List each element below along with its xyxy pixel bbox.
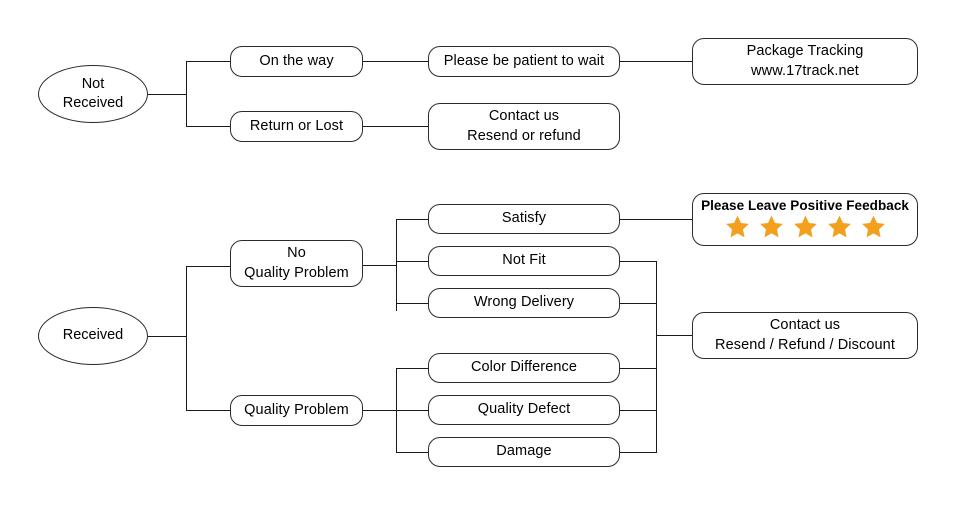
node-satisfy-label: Satisfy bbox=[501, 210, 547, 227]
node-positive-feedback[interactable]: Please Leave Positive Feedback bbox=[692, 193, 918, 246]
node-please-be-patient-to-wait[interactable]: Please be patient to wait bbox=[428, 46, 620, 77]
star-icon[interactable] bbox=[861, 214, 886, 239]
star-icon[interactable] bbox=[827, 214, 852, 239]
connector-to-return-or-lost bbox=[186, 126, 230, 127]
node-not-fit-label: Not Fit bbox=[502, 252, 546, 269]
connector-bus-to-not-fit bbox=[396, 261, 428, 262]
node-package-tracking-line1: Package Tracking bbox=[746, 43, 864, 60]
node-please-wait-label: Please be patient to wait bbox=[443, 52, 605, 69]
connector-satisfy-to-feedback bbox=[620, 219, 692, 220]
connector-quality-to-bus bbox=[363, 410, 396, 411]
connector-bus-to-satisfy bbox=[396, 219, 428, 220]
node-contact-resend-line2: Resend or refund bbox=[467, 127, 581, 144]
connector-no-quality-bus bbox=[396, 219, 397, 311]
connector-received-bus bbox=[186, 266, 187, 410]
connector-please-wait-to-tracking bbox=[620, 61, 692, 62]
connector-wrong-delivery-to-outcome-bus bbox=[620, 303, 656, 304]
connector-bus-to-color-difference bbox=[396, 368, 428, 369]
connector-not-received-bus bbox=[186, 61, 187, 126]
connector-to-no-quality-problem bbox=[186, 266, 230, 267]
node-package-tracking[interactable]: Package Tracking www.17track.net bbox=[692, 38, 918, 85]
node-quality-defect-label: Quality Defect bbox=[477, 401, 571, 418]
connector-bus-to-quality-defect bbox=[396, 410, 428, 411]
node-no-quality-problem-line2: Quality Problem bbox=[244, 264, 349, 281]
connector-not-received-trunk bbox=[148, 94, 186, 95]
connector-to-quality-problem bbox=[186, 410, 230, 411]
connector-outcome-bus bbox=[656, 261, 657, 453]
node-quality-problem-label: Quality Problem bbox=[244, 401, 349, 418]
connector-outcome-bus-to-contact bbox=[656, 335, 692, 336]
node-on-the-way-label: On the way bbox=[259, 52, 334, 69]
node-quality-problem[interactable]: Quality Problem bbox=[230, 395, 363, 426]
feedback-text: Please Leave Positive Feedback bbox=[701, 198, 909, 213]
node-not-received-line2: Received bbox=[62, 95, 124, 111]
node-contact-resend-or-refund[interactable]: Contact us Resend or refund bbox=[428, 103, 620, 150]
star-icon[interactable] bbox=[793, 214, 818, 239]
star-icon[interactable] bbox=[725, 214, 750, 239]
connector-bus-to-wrong-delivery bbox=[396, 303, 428, 304]
node-no-quality-problem-line1: No bbox=[287, 245, 306, 262]
node-return-or-lost-label: Return or Lost bbox=[249, 117, 344, 134]
star-rating[interactable] bbox=[725, 214, 886, 239]
node-received-label: Received bbox=[62, 327, 124, 344]
node-not-received-line1: Not bbox=[81, 75, 105, 92]
connector-damage-to-outcome-bus bbox=[620, 452, 656, 453]
node-on-the-way[interactable]: On the way bbox=[230, 46, 363, 77]
node-wrong-delivery[interactable]: Wrong Delivery bbox=[428, 288, 620, 318]
star-icon[interactable] bbox=[759, 214, 784, 239]
node-package-tracking-url: www.17track.net bbox=[751, 62, 859, 79]
node-contact-outcome-line2: Resend / Refund / Discount bbox=[715, 336, 895, 353]
node-color-difference-label: Color Difference bbox=[470, 359, 578, 376]
connector-received-trunk bbox=[148, 336, 186, 337]
connector-to-on-the-way bbox=[186, 61, 230, 62]
node-satisfy[interactable]: Satisfy bbox=[428, 204, 620, 234]
connector-quality-defect-to-outcome-bus bbox=[620, 410, 656, 411]
node-damage-label: Damage bbox=[496, 443, 552, 460]
node-contact-resend-refund-discount[interactable]: Contact us Resend / Refund / Discount bbox=[692, 312, 918, 359]
node-no-quality-problem[interactable]: No Quality Problem bbox=[230, 240, 363, 287]
node-color-difference[interactable]: Color Difference bbox=[428, 353, 620, 383]
node-wrong-delivery-label: Wrong Delivery bbox=[473, 294, 575, 311]
connector-return-lost-to-contact bbox=[363, 126, 428, 127]
node-contact-resend-line1: Contact us bbox=[488, 108, 560, 125]
node-quality-defect[interactable]: Quality Defect bbox=[428, 395, 620, 425]
connector-bus-to-damage bbox=[396, 452, 428, 453]
connector-color-difference-to-outcome-bus bbox=[620, 368, 656, 369]
node-damage[interactable]: Damage bbox=[428, 437, 620, 467]
node-not-fit[interactable]: Not Fit bbox=[428, 246, 620, 276]
node-return-or-lost[interactable]: Return or Lost bbox=[230, 111, 363, 142]
node-contact-outcome-line1: Contact us bbox=[769, 317, 841, 334]
node-received[interactable]: Received bbox=[38, 307, 148, 365]
connector-no-quality-to-bus bbox=[363, 265, 396, 266]
connector-not-fit-to-outcome-bus bbox=[620, 261, 656, 262]
node-not-received[interactable]: Not Received bbox=[38, 65, 148, 123]
connector-on-the-way-to-please-wait bbox=[363, 61, 428, 62]
